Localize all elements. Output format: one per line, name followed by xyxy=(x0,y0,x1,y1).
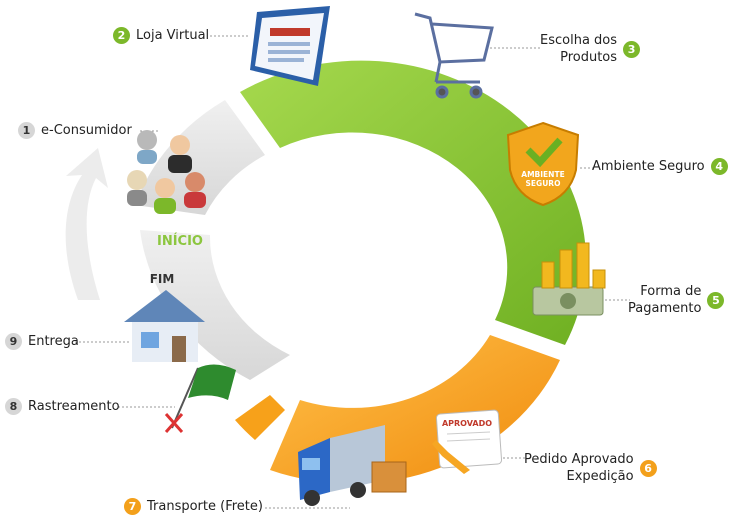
money-icon xyxy=(532,242,606,316)
return-arrow xyxy=(65,148,108,300)
leader-lines xyxy=(75,35,630,509)
step-1: 1 e-Consumidor xyxy=(18,122,132,139)
svg-text:SEGURO: SEGURO xyxy=(526,179,561,188)
end-label: FIM xyxy=(150,272,175,286)
virtual-store-icon xyxy=(250,6,330,86)
secure-shield-icon: AMBIENTE SEGURO xyxy=(506,121,580,207)
tracking-flag-icon xyxy=(164,364,236,433)
ring-segment-gray-bottom xyxy=(140,230,290,380)
approved-document-icon: APROVADO xyxy=(432,409,503,474)
delivery-truck-icon xyxy=(298,425,407,506)
ring-segment-green xyxy=(240,60,587,346)
house-icon xyxy=(124,290,205,362)
step-9: 9 Entrega xyxy=(5,333,79,350)
start-label: INÍCIO xyxy=(157,233,203,249)
consumers-icon xyxy=(127,130,206,214)
ring-segment-orange-small xyxy=(235,395,285,440)
step-8: 8 Rastreamento xyxy=(5,398,120,415)
shopping-cart-icon xyxy=(414,12,494,99)
step-2: 2 Loja Virtual xyxy=(113,27,209,44)
step-7: 7 Transporte (Frete) xyxy=(124,498,263,515)
svg-text:APROVADO: APROVADO xyxy=(442,419,492,428)
step-4: Ambiente Seguro 4 xyxy=(592,158,728,175)
svg-text:AMBIENTE: AMBIENTE xyxy=(521,170,564,179)
step-6: Pedido Aprovado Expedição 6 xyxy=(524,451,657,485)
step-5: Forma de Pagamento 5 xyxy=(628,283,725,317)
step-3: Escolha dos Produtos 3 xyxy=(540,32,641,66)
